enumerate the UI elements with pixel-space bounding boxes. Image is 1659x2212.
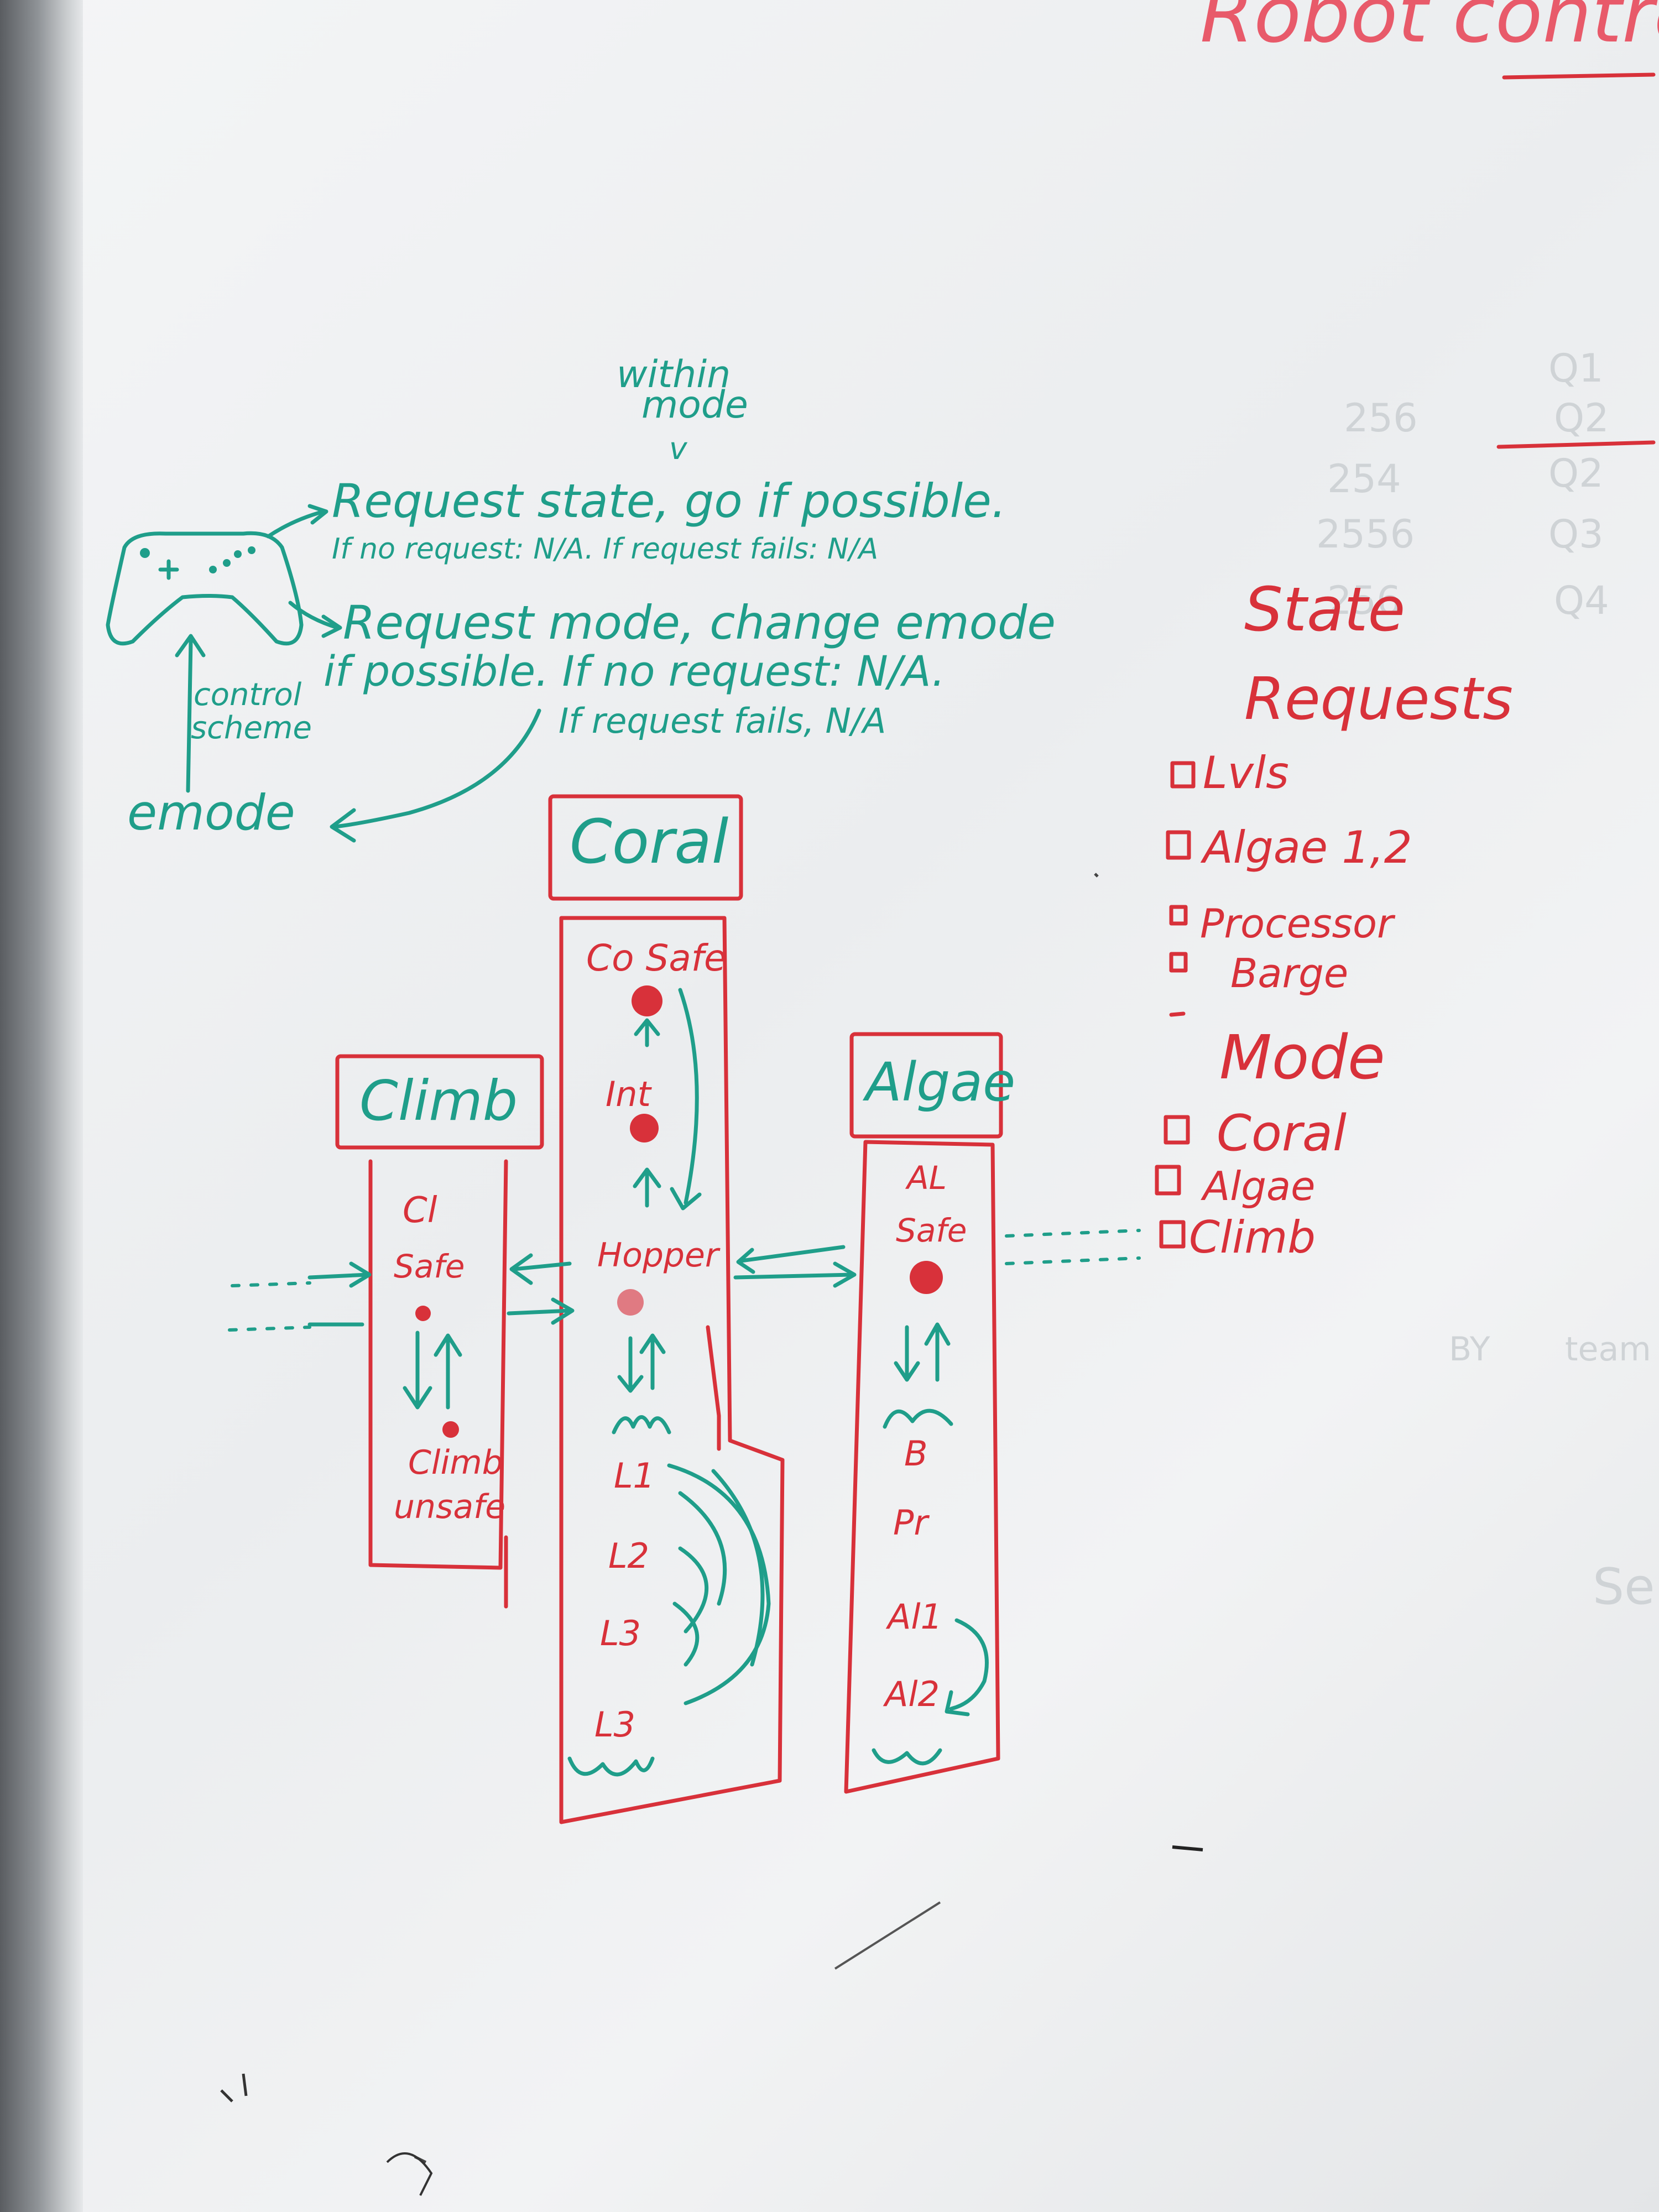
mode-arrow xyxy=(288,601,340,630)
ghost-by: BY xyxy=(1449,1330,1490,1369)
within-label: within xyxy=(617,353,731,397)
climb-safe-dot xyxy=(415,1306,431,1321)
coral-l3b: L3 xyxy=(594,1704,635,1745)
control-scheme: within mode v Request state, go if possi… xyxy=(106,353,1056,843)
checkbox-icon xyxy=(1166,830,1191,860)
coral-l2: L2 xyxy=(608,1536,649,1576)
coral-title-box xyxy=(548,794,743,901)
ghost-number: 256 xyxy=(1344,395,1418,441)
ghost-number: 2556 xyxy=(1316,512,1415,557)
ghost-code: Q3 xyxy=(1548,512,1604,557)
request-mode-line1: Request mode, change emode xyxy=(343,596,1056,650)
climb-unsafe-dot xyxy=(442,1421,459,1438)
hopper-state-dot xyxy=(617,1289,644,1316)
state-requests-list: State Requests Lvls Algae 1,2 Processor … xyxy=(1155,574,1513,1263)
coral-l1: L1 xyxy=(614,1455,655,1496)
erased-ghost-writing: 256 254 2556 256 Q1 Q2 Q2 Q3 Q4 BY team … xyxy=(1316,346,1655,1616)
request-mode-line3: If request fails, N/A xyxy=(559,701,886,741)
algae-al1: Al1 xyxy=(885,1597,942,1637)
mode-item: Climb xyxy=(1189,1212,1316,1263)
request-item: Barge xyxy=(1230,950,1348,997)
climb-climb: Climb xyxy=(408,1443,503,1482)
coral-co-safe: Co Safe xyxy=(586,937,727,979)
scheme-arrow xyxy=(186,639,193,793)
control-scheme-line2: scheme xyxy=(191,710,312,746)
gamepad-icon xyxy=(106,531,304,646)
level-arc xyxy=(667,1463,771,1705)
checkbox-icon xyxy=(1155,1165,1181,1196)
coral-return-arrow xyxy=(678,988,699,1205)
whiteboard-frame xyxy=(0,0,83,2212)
ghost-se: Se xyxy=(1593,1558,1655,1616)
mode-heading: Mode xyxy=(1219,1022,1385,1093)
ghost-code: Q4 xyxy=(1554,578,1609,623)
state-requests-heading1: State xyxy=(1244,574,1405,645)
request-mode-line2: if possible. If no request: N/A. xyxy=(324,646,945,696)
int-state-dot xyxy=(630,1114,659,1142)
emode-label: emode xyxy=(127,784,295,841)
control-scheme-line1: control xyxy=(194,677,302,713)
al-loop-arrow xyxy=(949,1618,989,1711)
ghost-code: Q2 xyxy=(1554,395,1609,441)
algae-al2: Al2 xyxy=(883,1674,940,1714)
co-safe-state-dot xyxy=(632,985,662,1016)
climb-title-box xyxy=(335,1054,544,1150)
marker-specks xyxy=(220,873,1203,2196)
climb-unsafe: unsafe xyxy=(394,1488,505,1526)
state-arrow xyxy=(266,509,326,539)
coral-l3a: L3 xyxy=(600,1613,641,1653)
algae-column: Algae AL Safe B Pr Al1 Al2 xyxy=(844,1032,1015,1794)
climb-column: Climb Cl Safe Climb unsafe xyxy=(335,1054,544,1609)
algae-b: B xyxy=(904,1433,928,1474)
emode-curve-arrow xyxy=(332,708,541,829)
coral-title: Coral xyxy=(570,806,729,877)
request-item: Algae 1,2 xyxy=(1200,822,1412,873)
algae-safe-dot xyxy=(910,1261,943,1294)
checkbox-icon xyxy=(1164,1115,1190,1145)
algae-title: Algae xyxy=(862,1051,1015,1113)
down-marker: v xyxy=(669,431,688,466)
red-arrow-line xyxy=(1496,440,1656,449)
mode-item: Algae xyxy=(1201,1163,1315,1209)
request-state-line1: Request state, go if possible. xyxy=(332,474,1006,528)
checkbox-icon xyxy=(1170,761,1196,789)
request-state-line2: If no request: N/A. If request fails: N/… xyxy=(332,533,878,566)
ghost-code: Q1 xyxy=(1548,346,1604,391)
board-title: Robot controll xyxy=(1200,0,1659,60)
title-underline xyxy=(1502,72,1656,80)
state-requests-heading2: Requests xyxy=(1244,665,1513,733)
climb-safe: Safe xyxy=(394,1248,465,1285)
request-item: Lvls xyxy=(1203,747,1289,799)
request-item: Processor xyxy=(1200,900,1396,947)
checkbox-icon xyxy=(1169,952,1188,973)
ghost-team: team xyxy=(1565,1330,1651,1369)
algae-safe: Safe xyxy=(896,1212,967,1249)
algae-al: AL xyxy=(905,1159,947,1197)
checkbox-icon xyxy=(1159,1220,1186,1249)
climb-cl: Cl xyxy=(403,1190,437,1231)
climb-title: Climb xyxy=(359,1068,518,1133)
transitions xyxy=(228,1229,1141,1332)
ghost-number: 256 xyxy=(1327,578,1401,623)
coral-column-outline xyxy=(559,916,785,1824)
coral-column: Coral Co Safe Int Hopper L1 L2 L3 L3 xyxy=(548,794,785,1824)
mode-label: mode xyxy=(641,383,748,427)
algae-column-outline xyxy=(844,1140,1000,1794)
ghost-code: Q2 xyxy=(1548,451,1604,496)
ghost-number: 254 xyxy=(1327,456,1401,502)
checkbox-icon xyxy=(1169,905,1188,926)
algae-pr: Pr xyxy=(893,1503,930,1543)
coral-int: Int xyxy=(606,1074,653,1114)
climb-column-outline xyxy=(368,1159,508,1570)
coral-hopper: Hopper xyxy=(597,1236,721,1275)
mode-item: Coral xyxy=(1217,1104,1347,1162)
algae-title-box xyxy=(849,1032,1003,1139)
